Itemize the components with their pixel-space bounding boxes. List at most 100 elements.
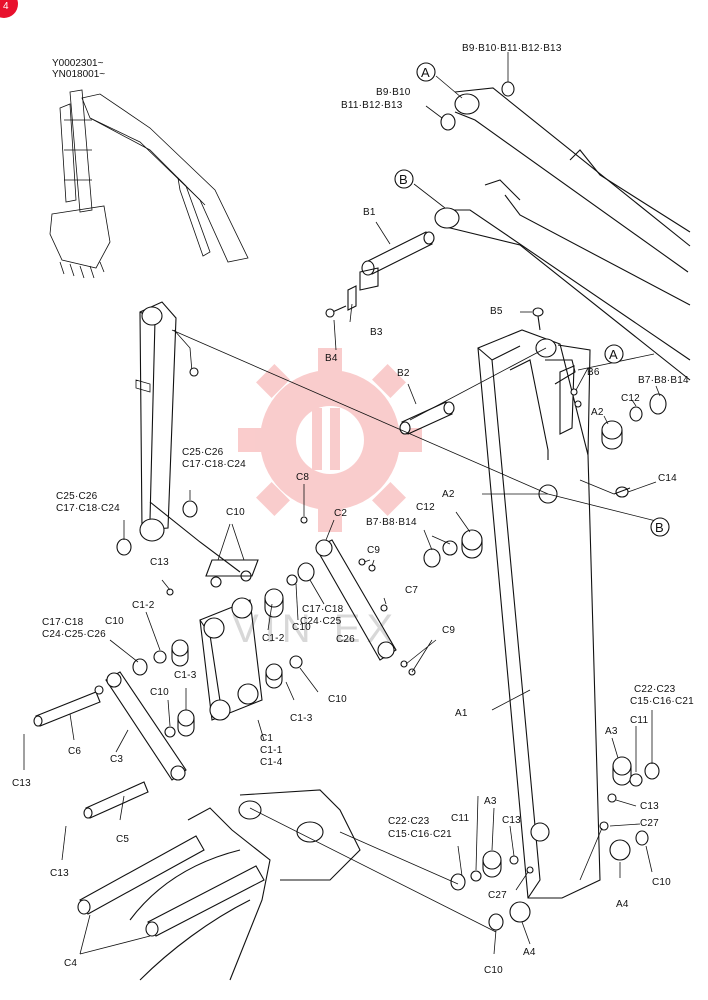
leader-lines — [23, 52, 661, 955]
label-c24-c25-c26-farleft: C24·C25·C26 — [42, 629, 106, 640]
label-c10-bottom: C10 — [484, 965, 503, 976]
label-c8: C8 — [296, 472, 309, 483]
svg-text:B: B — [655, 520, 664, 535]
label-b7-b8-b14-mid: B7·B8·B14 — [366, 517, 417, 528]
label-c13-left: C13 — [12, 778, 31, 789]
label-c17-c18-mid: C17·C18 — [302, 604, 344, 615]
label-c10-lower: C10 — [150, 687, 169, 698]
label-c4: C4 — [64, 958, 77, 969]
label-c13-lower-left: C13 — [50, 868, 69, 879]
label-c27-right: C27 — [640, 818, 659, 829]
overview-excavator-sketch — [49, 89, 249, 279]
label-c25-c26-mid: C25·C26 — [182, 447, 224, 458]
svg-text:A: A — [609, 347, 618, 362]
label-b3: B3 — [370, 327, 383, 338]
label-c7: C7 — [405, 585, 418, 596]
callout-b-right: B — [650, 517, 670, 537]
label-c27-bottom: C27 — [488, 890, 507, 901]
plate-b6 — [559, 365, 582, 435]
label-c11-bottom: C11 — [451, 813, 469, 824]
label-b5: B5 — [490, 306, 503, 317]
label-b1: B1 — [363, 207, 376, 218]
label-c13-upper: C13 — [150, 557, 169, 568]
label-c9-top: C9 — [367, 545, 380, 556]
washer-set-top — [440, 81, 515, 131]
part-labels: B9·B10·B11·B12·B13 B9·B10 B11·B12·B13 B1… — [12, 43, 694, 976]
boom-assembly — [434, 87, 691, 899]
label-c17-c18-farleft: C17·C18 — [42, 617, 84, 628]
label-c1-2-right: C1-2 — [262, 633, 285, 644]
label-a4-bottom: A4 — [523, 947, 536, 958]
watermark-gear-icon — [238, 348, 422, 532]
label-c12-right: C12 — [621, 393, 640, 404]
link-c1 — [199, 597, 263, 721]
small-parts-c-series — [132, 516, 416, 738]
label-b4: B4 — [325, 353, 338, 364]
bolt-b5 — [532, 307, 544, 331]
label-c25-c26-left: C25·C26 — [56, 491, 98, 502]
label-a2-right: A2 — [591, 407, 604, 418]
label-b11-b13: B11·B12·B13 — [341, 100, 403, 111]
label-a1: A1 — [455, 708, 468, 719]
page-badge-number: 4 — [3, 1, 9, 12]
pin-c6 — [33, 685, 104, 727]
label-c17-c18-c24-mid: C17·C18·C24 — [182, 459, 246, 470]
label-c10-right: C10 — [652, 877, 671, 888]
washer-bushing-set-bottom — [450, 756, 660, 931]
label-c15-c16-c21-bottom: C15·C16·C21 — [388, 829, 452, 840]
label-a4-right: A4 — [616, 899, 629, 910]
washer-set-arm — [116, 500, 198, 556]
label-b7-b8-b14-right: B7·B8·B14 — [638, 375, 689, 386]
label-c14: C14 — [658, 473, 677, 484]
label-b9-b10: B9·B10 — [376, 87, 411, 98]
label-a2-mid: A2 — [442, 489, 455, 500]
label-c24-c25-mid: C24·C25 — [300, 616, 342, 627]
label-b6: B6 — [587, 367, 600, 378]
label-c1-3-left: C1-3 — [174, 670, 197, 681]
label-c10-right-mid: C10 — [328, 694, 347, 705]
arm-assembly — [135, 301, 241, 573]
washer-bushing-set-right — [601, 393, 667, 498]
washer-bushing-set-mid — [423, 529, 483, 568]
label-c15-c16-c21-right: C15·C16·C21 — [630, 696, 694, 707]
label-a3-right: A3 — [605, 726, 618, 737]
pin-b1 — [359, 231, 435, 291]
link-c3 — [105, 671, 187, 781]
label-c22-c23-right: C22·C23 — [634, 684, 676, 695]
page-badge: 4 — [0, 0, 18, 18]
label-c12-mid: C12 — [416, 502, 435, 513]
pin-c5 — [83, 781, 149, 819]
label-c10-left: C10 — [105, 616, 124, 627]
label-c10-top: C10 — [226, 507, 245, 518]
pin-c4-set — [77, 835, 265, 937]
label-c9-bottom: C9 — [442, 625, 455, 636]
label-c5: C5 — [116, 834, 129, 845]
link-c2 — [315, 539, 397, 661]
label-c1: C1 — [260, 733, 273, 744]
callout-b-top: B — [394, 169, 414, 189]
label-c13-right: C13 — [640, 801, 659, 812]
label-c1-4: C1-4 — [260, 757, 283, 768]
pin-b2 — [399, 401, 455, 435]
svg-text:B: B — [399, 172, 408, 187]
boom-foot-bracket — [129, 789, 361, 981]
label-c1-1: C1-1 — [260, 745, 283, 756]
label-c6: C6 — [68, 746, 81, 757]
label-b2: B2 — [397, 368, 410, 379]
label-b9-b13-top: B9·B10·B11·B12·B13 — [462, 43, 562, 54]
svg-text:A: A — [421, 65, 430, 80]
serial-range-2: YN018001~ — [52, 69, 105, 80]
plate-b3 — [347, 285, 357, 311]
label-a3-bottom: A3 — [484, 796, 497, 807]
label-c1-2-left: C1-2 — [132, 600, 155, 611]
label-c2: C2 — [334, 508, 347, 519]
watermark-text: VIN EX — [232, 607, 399, 651]
label-c3: C3 — [110, 754, 123, 765]
callout-a-right: A — [604, 344, 624, 364]
bolt-b4 — [325, 305, 347, 318]
serial-range-1: Y0002301~ — [52, 58, 104, 69]
label-c22-c23-bottom: C22·C23 — [388, 816, 430, 827]
label-c11-right: C11 — [630, 715, 648, 726]
label-c13-bottom: C13 — [502, 815, 521, 826]
